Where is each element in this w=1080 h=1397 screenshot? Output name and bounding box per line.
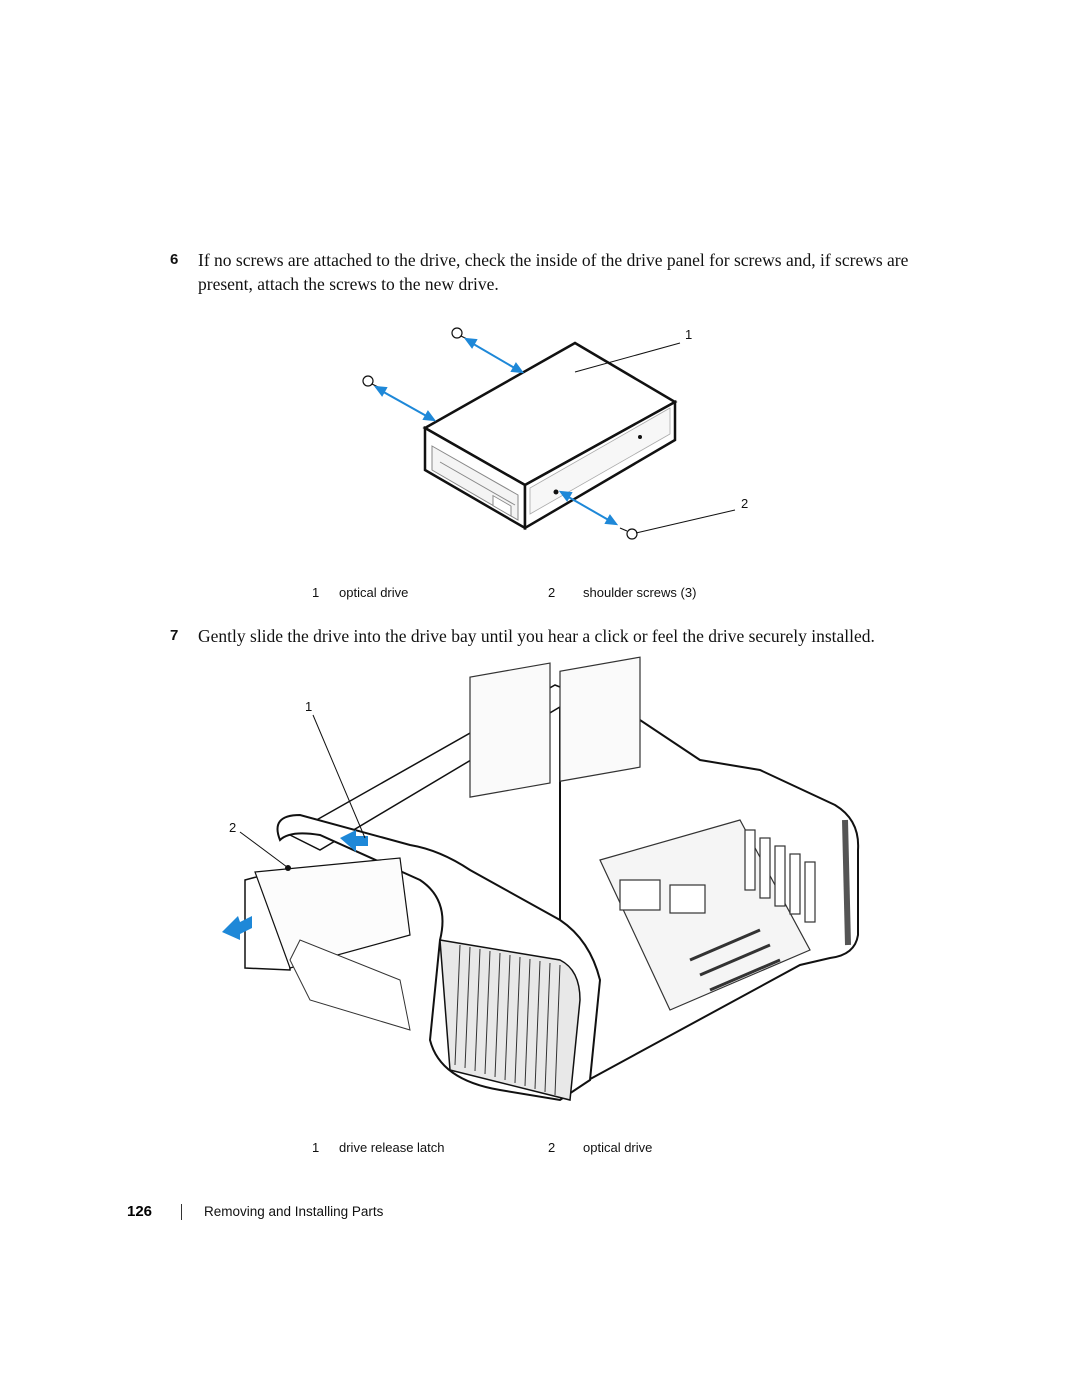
legend-label: shoulder screws (3) <box>583 585 697 600</box>
step-text: If no screws are attached to the drive, … <box>198 250 909 294</box>
section-title: Removing and Installing Parts <box>204 1204 384 1219</box>
legend-number: 1 <box>312 1140 320 1155</box>
insert-arrow-icon <box>373 337 619 526</box>
legend-number: 2 <box>548 585 556 600</box>
step-text: Gently slide the drive into the drive ba… <box>198 626 875 646</box>
step-6: 6 If no screws are attached to the drive… <box>170 248 930 296</box>
legend-label: optical drive <box>339 585 409 600</box>
step-number: 6 <box>170 251 179 268</box>
legend-number: 1 <box>312 585 320 600</box>
step-7: 7 Gently slide the drive into the drive … <box>170 624 930 648</box>
figure-optical-drive-screws <box>362 327 736 540</box>
legend-label: optical drive <box>583 1140 653 1155</box>
insert-arrow-icon <box>222 830 368 940</box>
callout-number: 1 <box>685 327 693 342</box>
callout-leader <box>635 509 736 534</box>
footer-divider <box>181 1204 182 1220</box>
page-number: 126 <box>127 1203 153 1220</box>
step-number: 7 <box>170 627 179 644</box>
figure-legend: 1 drive release latch 2 optical drive <box>0 1140 1080 1160</box>
callout-number: 2 <box>741 496 749 511</box>
callout-leader <box>574 342 681 373</box>
callout-number: 2 <box>229 820 237 835</box>
callout-leader <box>312 714 366 839</box>
legend-number: 2 <box>548 1140 556 1155</box>
callout-leader <box>239 831 288 868</box>
screw-icon <box>362 327 638 540</box>
figure-legend: 1 optical drive 2 shoulder screws (3) <box>0 585 1080 605</box>
figure-computer-chassis <box>222 656 860 1102</box>
callout-number: 1 <box>305 699 313 714</box>
legend-label: drive release latch <box>339 1140 445 1155</box>
